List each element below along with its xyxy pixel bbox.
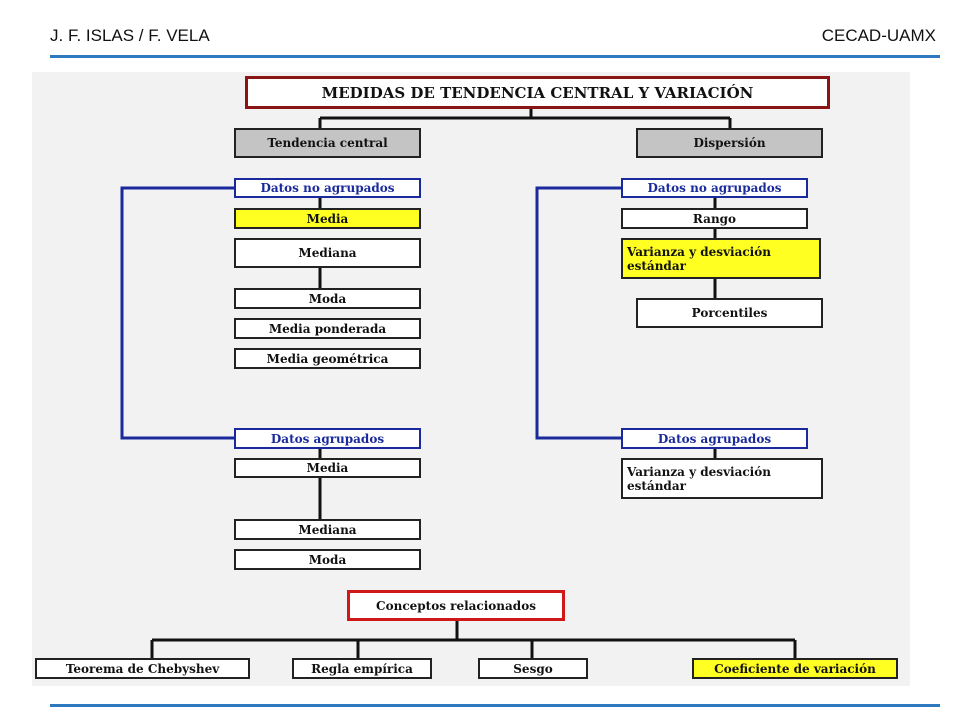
central-grouped-mode: Moda bbox=[234, 549, 421, 570]
dispersion-grouped-variance: Varianza y desviación estándar bbox=[621, 458, 823, 499]
central-grouped-mean: Media bbox=[234, 458, 421, 478]
dispersion-ungrouped-percentiles: Porcentiles bbox=[636, 298, 823, 328]
dispersion-grouped-label: Datos agrupados bbox=[621, 428, 808, 449]
dispersion-heading: Dispersión bbox=[636, 128, 823, 158]
related-concepts-label: Conceptos relacionados bbox=[347, 590, 565, 621]
dispersion-ungrouped-label: Datos no agrupados bbox=[621, 178, 808, 198]
dispersion-ungrouped-variance: Varianza y desviación estándar bbox=[621, 238, 821, 279]
author-header: J. F. ISLAS / F. VELA bbox=[50, 26, 210, 45]
central-ungrouped-geometric-mean: Media geométrica bbox=[234, 348, 421, 369]
central-grouped-median: Mediana bbox=[234, 519, 421, 540]
central-ungrouped-weighted-mean: Media ponderada bbox=[234, 318, 421, 339]
related-empirical-rule: Regla empírica bbox=[292, 658, 432, 679]
central-grouped-label: Datos agrupados bbox=[234, 428, 421, 449]
central-ungrouped-median: Mediana bbox=[234, 238, 421, 268]
org-header: CECAD-UAMX bbox=[821, 26, 936, 45]
related-coefficient-of-variation: Coeficiente de variación bbox=[692, 658, 898, 679]
central-tendency-heading: Tendencia central bbox=[234, 128, 421, 158]
bottom-rule bbox=[50, 704, 940, 707]
central-ungrouped-mean: Media bbox=[234, 208, 421, 229]
related-chebyshev: Teorema de Chebyshev bbox=[35, 658, 250, 679]
related-skewness: Sesgo bbox=[478, 658, 588, 679]
diagram-background bbox=[32, 72, 910, 686]
central-ungrouped-label: Datos no agrupados bbox=[234, 178, 421, 198]
top-rule bbox=[50, 55, 940, 58]
diagram-title: MEDIDAS DE TENDENCIA CENTRAL Y VARIACIÓN bbox=[245, 76, 830, 109]
central-ungrouped-mode: Moda bbox=[234, 288, 421, 309]
dispersion-ungrouped-range: Rango bbox=[621, 208, 808, 229]
